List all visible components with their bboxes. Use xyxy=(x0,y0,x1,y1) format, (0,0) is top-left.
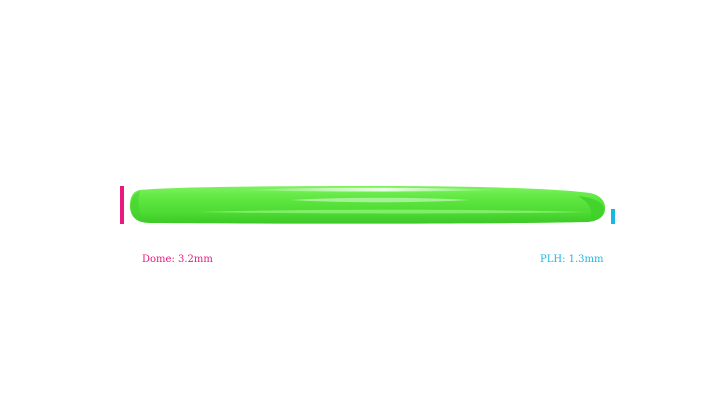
dome-measurement-label: Dome: 3.2mm xyxy=(142,254,213,265)
plh-height-marker xyxy=(611,209,615,224)
disc-dome-highlight xyxy=(240,187,500,192)
disc-lower-reflection xyxy=(200,209,590,214)
plh-measurement-label: PLH: 1.3mm xyxy=(540,254,604,265)
disc-left-rim xyxy=(131,191,146,222)
disc-reflection-band xyxy=(290,197,470,203)
disc-body xyxy=(130,186,606,224)
disc-rim-shade xyxy=(578,196,604,221)
dome-height-marker xyxy=(120,186,124,224)
